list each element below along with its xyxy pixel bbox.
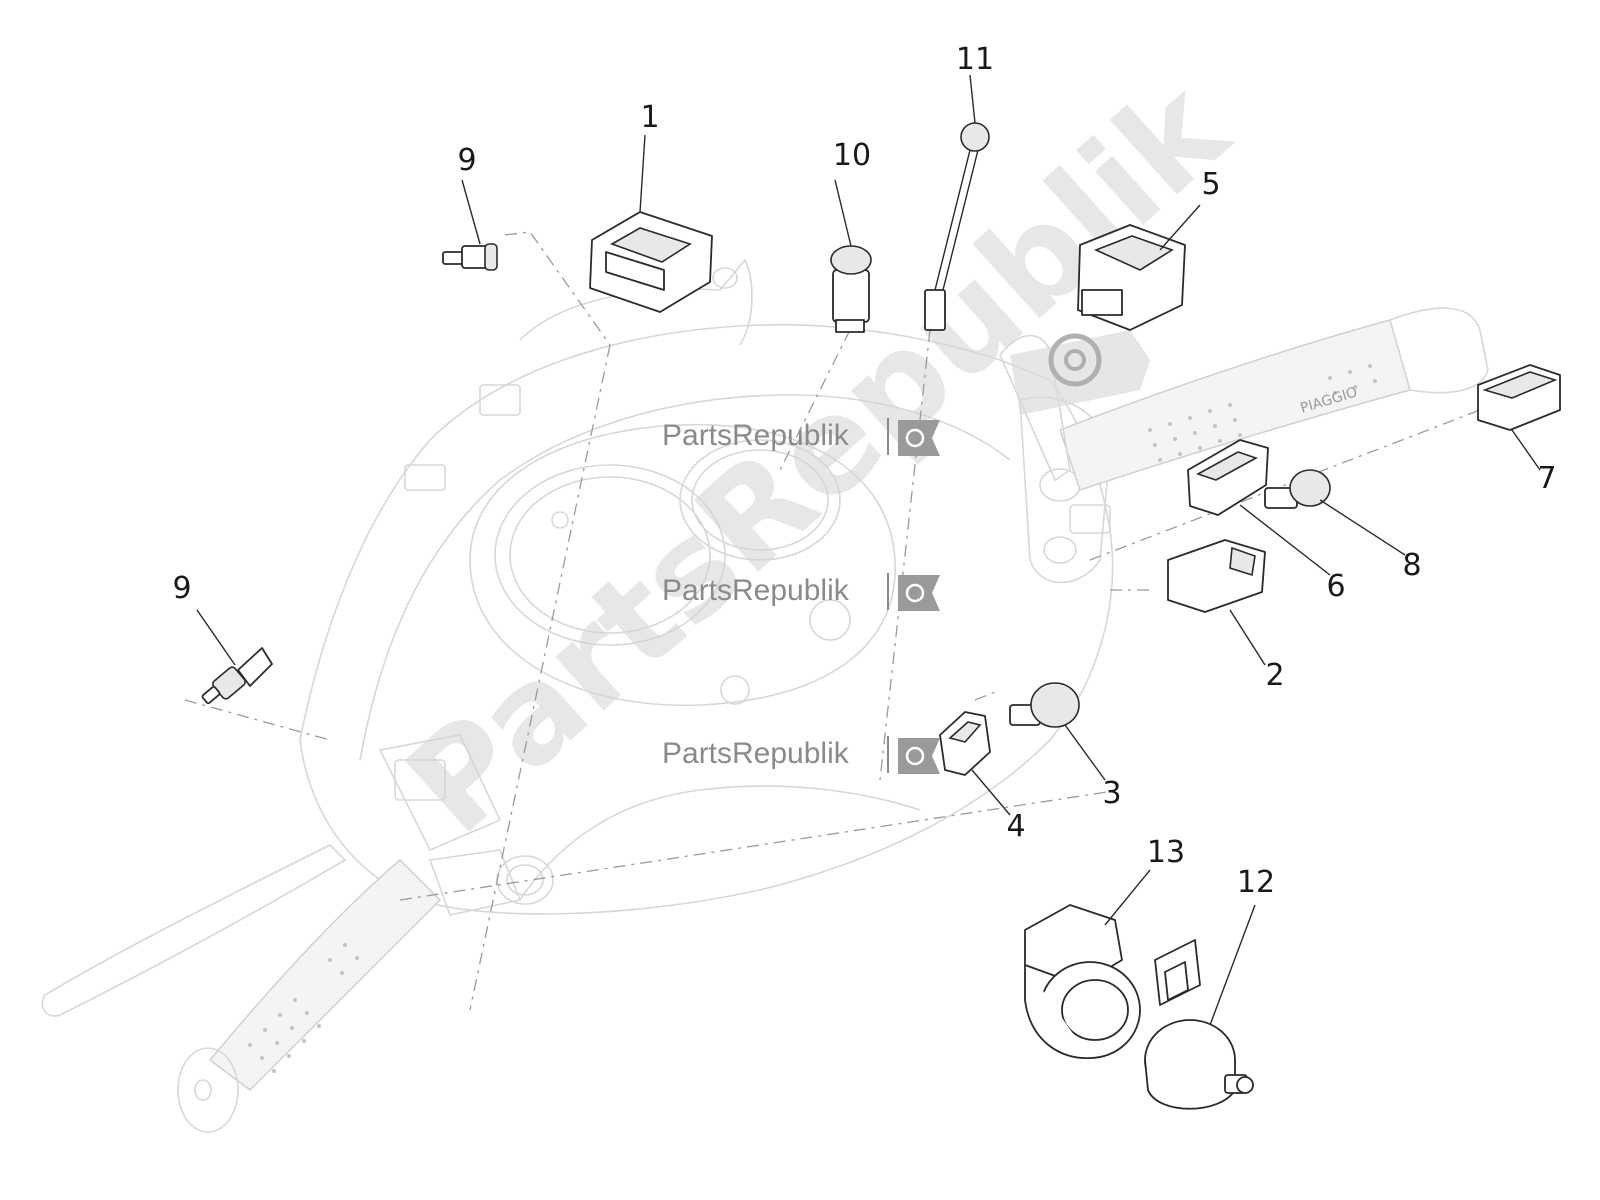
callout-9-left[interactable]: 9 xyxy=(172,571,191,606)
watermark-text: PartsRepublik xyxy=(662,737,850,770)
callout-4[interactable]: 4 xyxy=(1006,809,1025,844)
handlebar-assembly: PIAGGIO xyxy=(41,258,1489,1133)
part-7-switch[interactable] xyxy=(1477,364,1561,471)
callout-1[interactable]: 1 xyxy=(640,100,659,135)
callout-11[interactable]: 11 xyxy=(956,42,994,77)
callout-10[interactable]: 10 xyxy=(833,138,871,173)
callout-2[interactable]: 2 xyxy=(1265,658,1284,693)
part-9-left-bulb[interactable] xyxy=(196,609,273,705)
part-6-switch[interactable] xyxy=(1187,439,1331,576)
watermark-text: PartsRepublik xyxy=(662,574,850,607)
part-3-button[interactable] xyxy=(1009,682,1106,781)
assembly-lines xyxy=(184,231,1481,1011)
callout-6[interactable]: 6 xyxy=(1326,569,1345,604)
callout-13[interactable]: 13 xyxy=(1147,835,1185,870)
part-11-sensor[interactable] xyxy=(924,74,990,331)
part-8-button[interactable] xyxy=(1264,469,1406,556)
callout-12[interactable]: 12 xyxy=(1237,865,1275,900)
part-10-button[interactable] xyxy=(830,179,872,333)
callout-8[interactable]: 8 xyxy=(1402,548,1421,583)
part-5-switch[interactable] xyxy=(1077,204,1201,331)
callout-9-top[interactable]: 9 xyxy=(457,143,476,178)
part-12-ignition[interactable] xyxy=(1144,904,1256,1110)
callout-7[interactable]: 7 xyxy=(1537,461,1556,496)
watermark-line-3: PartsRepublik xyxy=(662,736,940,774)
part-4-switch[interactable] xyxy=(939,711,1011,816)
callout-3[interactable]: 3 xyxy=(1102,776,1121,811)
part-2-switch[interactable] xyxy=(1167,539,1266,666)
callouts: 1 2 3 4 5 6 7 8 9 9 10 11 12 13 xyxy=(172,42,1556,900)
gear-flag-icon xyxy=(898,575,940,611)
watermark-line-1: PartsRepublik xyxy=(662,418,940,456)
callout-5[interactable]: 5 xyxy=(1201,167,1220,202)
gear-flag-icon xyxy=(898,420,940,456)
part-9-top-bulb[interactable] xyxy=(442,179,498,271)
part-1-switch[interactable] xyxy=(589,134,713,313)
watermark-line-2: PartsRepublik xyxy=(662,573,940,611)
part-13-ring[interactable] xyxy=(1024,869,1151,1059)
watermark-text: PartsRepublik xyxy=(662,419,850,452)
gear-flag-icon xyxy=(898,738,940,774)
